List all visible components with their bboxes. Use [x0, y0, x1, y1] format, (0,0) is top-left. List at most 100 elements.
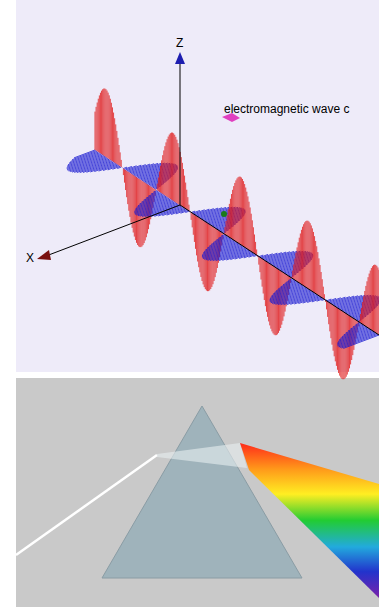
electric-field-line — [159, 172, 160, 192]
electric-field-line — [335, 307, 336, 362]
electric-field-line — [182, 163, 183, 207]
electric-field-line — [107, 91, 108, 158]
electric-field-line — [244, 184, 245, 247]
electric-field-line — [321, 272, 322, 297]
electric-field-line — [254, 234, 255, 253]
spectrum — [240, 443, 379, 598]
electric-field-line — [262, 259, 263, 287]
electric-field-line — [202, 220, 203, 281]
electric-field-line — [312, 228, 313, 291]
electric-field-line — [304, 222, 305, 286]
electric-field-line — [267, 262, 268, 316]
electric-field-line — [103, 89, 104, 156]
electric-field-line — [333, 305, 334, 351]
electric-field-line — [168, 137, 169, 198]
electric-field-line — [160, 166, 161, 193]
electric-field-line — [298, 242, 299, 282]
magnetic-field-line — [339, 333, 376, 347]
electric-field-line — [332, 304, 333, 344]
magnetic-field-line — [341, 334, 378, 348]
electric-field-line — [200, 219, 201, 277]
electric-field-line — [158, 178, 159, 192]
electric-field-line — [191, 213, 192, 220]
electric-field-line — [226, 221, 227, 235]
electric-field-line — [233, 186, 234, 240]
electric-field-line — [305, 221, 306, 287]
magnetic-field-line — [219, 250, 248, 261]
wave-caption: electromagnetic wave c — [224, 102, 349, 116]
electric-field-line — [181, 157, 182, 206]
electric-field-line — [363, 296, 364, 325]
electric-field-line — [161, 160, 162, 193]
electric-field-line — [371, 268, 372, 330]
magnetic-field-line — [340, 334, 377, 348]
electric-field-line — [114, 118, 115, 163]
electric-field-line — [261, 258, 262, 279]
electric-field-line — [125, 170, 126, 190]
wave-panel — [16, 0, 379, 372]
magnetic-field-line — [94, 164, 115, 172]
electric-field-line — [377, 267, 378, 334]
electric-field-line — [108, 93, 109, 159]
electric-field-line — [372, 266, 373, 330]
electric-field-line — [183, 169, 184, 208]
electric-field-line — [308, 221, 309, 289]
electric-field-line — [172, 133, 173, 201]
electric-field-line — [360, 314, 361, 323]
electric-field-line — [122, 167, 123, 168]
magnetic-field-line — [287, 294, 316, 305]
electric-field-line — [247, 196, 248, 249]
electric-field-line — [240, 177, 241, 245]
magnetic-field-line — [156, 189, 157, 190]
electric-field-line — [327, 302, 328, 317]
axis-label: Z — [176, 36, 183, 50]
electric-field-line — [170, 133, 171, 199]
electric-field-line — [131, 173, 132, 222]
electric-field-line — [310, 223, 311, 290]
electric-field-line — [374, 265, 375, 333]
electric-field-line — [252, 220, 253, 252]
electric-field-line — [318, 258, 319, 296]
electric-field-line — [366, 281, 367, 327]
electric-field-line — [227, 215, 228, 236]
electric-field-line — [132, 174, 133, 228]
electric-field-line — [300, 233, 301, 283]
electric-field-line — [120, 152, 121, 166]
electric-field-line — [166, 142, 167, 196]
electric-field-line — [362, 302, 363, 324]
electric-field-line — [129, 173, 130, 217]
electric-field-line — [111, 103, 112, 161]
electric-field-line — [253, 227, 254, 253]
electric-field-line — [251, 214, 252, 252]
electric-field-line — [361, 308, 362, 324]
electric-field-line — [115, 124, 116, 163]
magnetic-field-line — [230, 252, 251, 260]
electric-field-line — [198, 218, 199, 268]
propagation-axis — [180, 205, 379, 335]
electric-field-line — [119, 145, 120, 166]
electric-field-line — [258, 257, 259, 265]
electric-field-line — [243, 181, 244, 247]
electric-field-line — [126, 171, 127, 198]
electric-field-line — [179, 147, 180, 205]
electric-field-line — [121, 160, 122, 167]
electric-field-line — [292, 271, 293, 279]
electric-field-line — [167, 139, 168, 197]
electric-field-line — [299, 238, 300, 283]
electric-field-line — [237, 178, 238, 242]
electric-field-line — [259, 257, 260, 272]
electric-field-line — [373, 265, 374, 331]
electric-field-line — [162, 155, 163, 194]
electric-field-line — [99, 95, 100, 152]
electric-field-line — [184, 176, 185, 209]
electric-field-line — [186, 190, 187, 210]
z-axis — [180, 62, 181, 205]
electric-field-line — [203, 220, 204, 284]
magnetic-field-line — [117, 167, 121, 168]
electric-field-line — [313, 232, 314, 292]
electric-field-line — [100, 93, 101, 154]
electric-field-line — [104, 89, 105, 157]
electric-field-line — [230, 199, 231, 238]
electric-field-line — [163, 150, 164, 194]
